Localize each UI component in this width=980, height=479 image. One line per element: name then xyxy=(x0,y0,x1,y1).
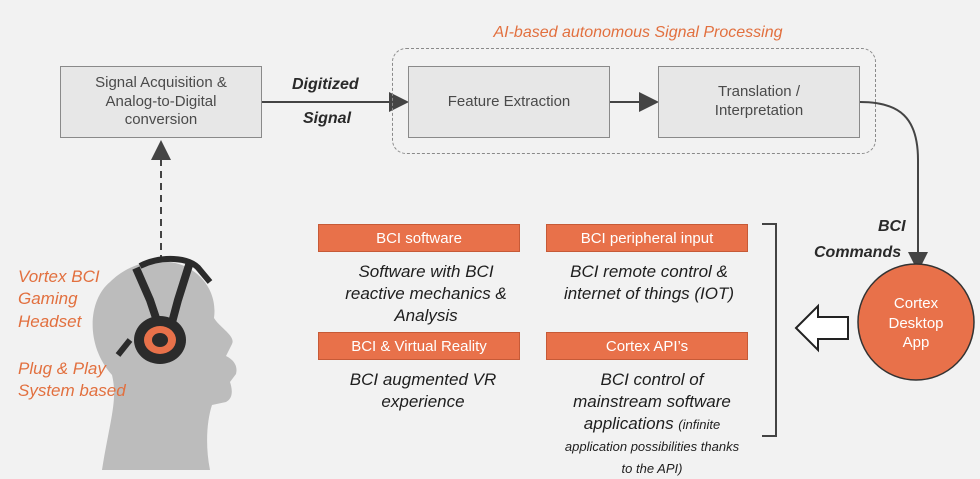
cortex-app-line: Cortex xyxy=(893,295,939,312)
bci-commands-label-2: Commands xyxy=(814,244,902,261)
bci-commands-label-1: BCI xyxy=(878,218,906,235)
ai-processing-group xyxy=(392,48,876,154)
cortex-api-desc: BCI control of mainstream software appli… xyxy=(560,369,744,479)
digitized-label: Digitized xyxy=(292,76,359,93)
cortex-api-desc-main: BCI control of mainstream software appli… xyxy=(573,370,731,434)
head-silhouette xyxy=(92,261,237,470)
signal-acquisition-box: Signal Acquisition & Analog-to-Digital c… xyxy=(60,66,262,138)
bci-vr-label: BCI & Virtual Reality xyxy=(318,332,520,360)
cortex-api-label: Cortex API’s xyxy=(546,332,748,360)
bci-software-label: BCI software xyxy=(318,224,520,252)
plug-play-line: Plug & Play xyxy=(18,359,106,378)
group-title: AI-based autonomous Signal Processing xyxy=(493,24,783,41)
cortex-app-circle xyxy=(857,263,975,381)
feature-extraction-box: Feature Extraction xyxy=(408,66,610,138)
bci-peripheral-label: BCI peripheral input xyxy=(546,224,748,252)
headset-label-line: Headset xyxy=(18,311,82,331)
headset-device xyxy=(115,255,213,364)
cortex-app-line: App xyxy=(902,334,930,351)
headset-label: Vortex BCI Gaming Headset xyxy=(18,266,100,333)
plug-play-line: System based xyxy=(18,381,126,401)
hollow-arrow-left xyxy=(794,303,849,353)
translation-box: Translation / Interpretation xyxy=(658,66,860,138)
headset-label-line: Gaming xyxy=(18,289,78,309)
cortex-api-note: (infinite application possibilities than… xyxy=(564,417,740,477)
cortex-app-label: Cortex Desktop App xyxy=(866,294,966,353)
bci-vr-desc: BCI augmented VR experience xyxy=(349,370,497,412)
applications-bracket xyxy=(762,223,777,437)
bci-peripheral-desc: BCI remote control & internet of things … xyxy=(563,262,735,304)
arrow-bci-commands xyxy=(859,101,928,272)
headset-label-line: Vortex BCI xyxy=(18,267,100,286)
signal-label: Signal xyxy=(303,110,352,127)
cortex-app-line: Desktop xyxy=(888,314,944,332)
plug-play-label: Plug & Play System based xyxy=(18,358,126,403)
bci-software-desc: Software with BCI reactive mechanics & A… xyxy=(345,262,507,326)
